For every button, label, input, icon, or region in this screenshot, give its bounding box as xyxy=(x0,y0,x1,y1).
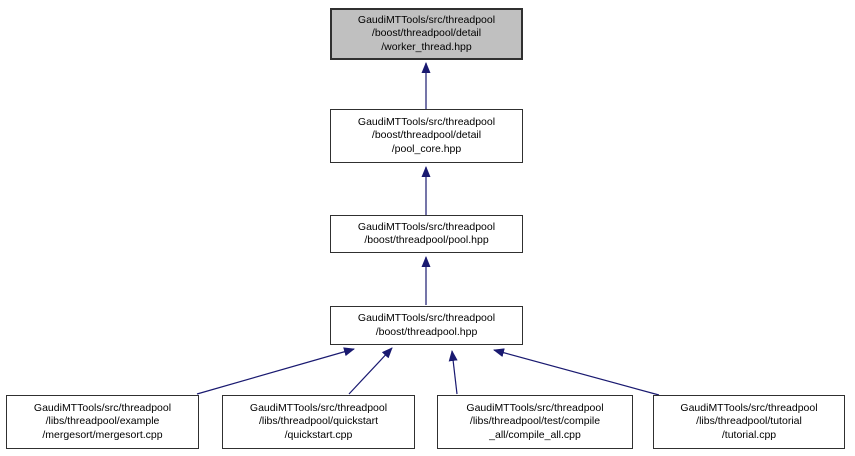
node-mergesort-cpp[interactable]: GaudiMTTools/src/threadpool /libs/thread… xyxy=(6,395,199,449)
node-tutorial-cpp[interactable]: GaudiMTTools/src/threadpool /libs/thread… xyxy=(653,395,845,449)
node-quickstart-cpp[interactable]: GaudiMTTools/src/threadpool /libs/thread… xyxy=(222,395,415,449)
node-pool-hpp[interactable]: GaudiMTTools/src/threadpool /boost/threa… xyxy=(330,215,523,253)
edge-quickstart-to-threadpool xyxy=(348,347,393,395)
edge-mergesort-to-threadpool xyxy=(196,347,355,395)
edge-compile-all-to-threadpool xyxy=(448,350,458,395)
edge-tutorial-to-threadpool xyxy=(493,348,660,396)
node-compile-all-cpp[interactable]: GaudiMTTools/src/threadpool /libs/thread… xyxy=(437,395,633,449)
node-worker-thread-hpp: GaudiMTTools/src/threadpool /boost/threa… xyxy=(330,8,523,60)
node-pool-core-hpp[interactable]: GaudiMTTools/src/threadpool /boost/threa… xyxy=(330,109,523,163)
node-threadpool-hpp[interactable]: GaudiMTTools/src/threadpool /boost/threa… xyxy=(330,306,523,345)
